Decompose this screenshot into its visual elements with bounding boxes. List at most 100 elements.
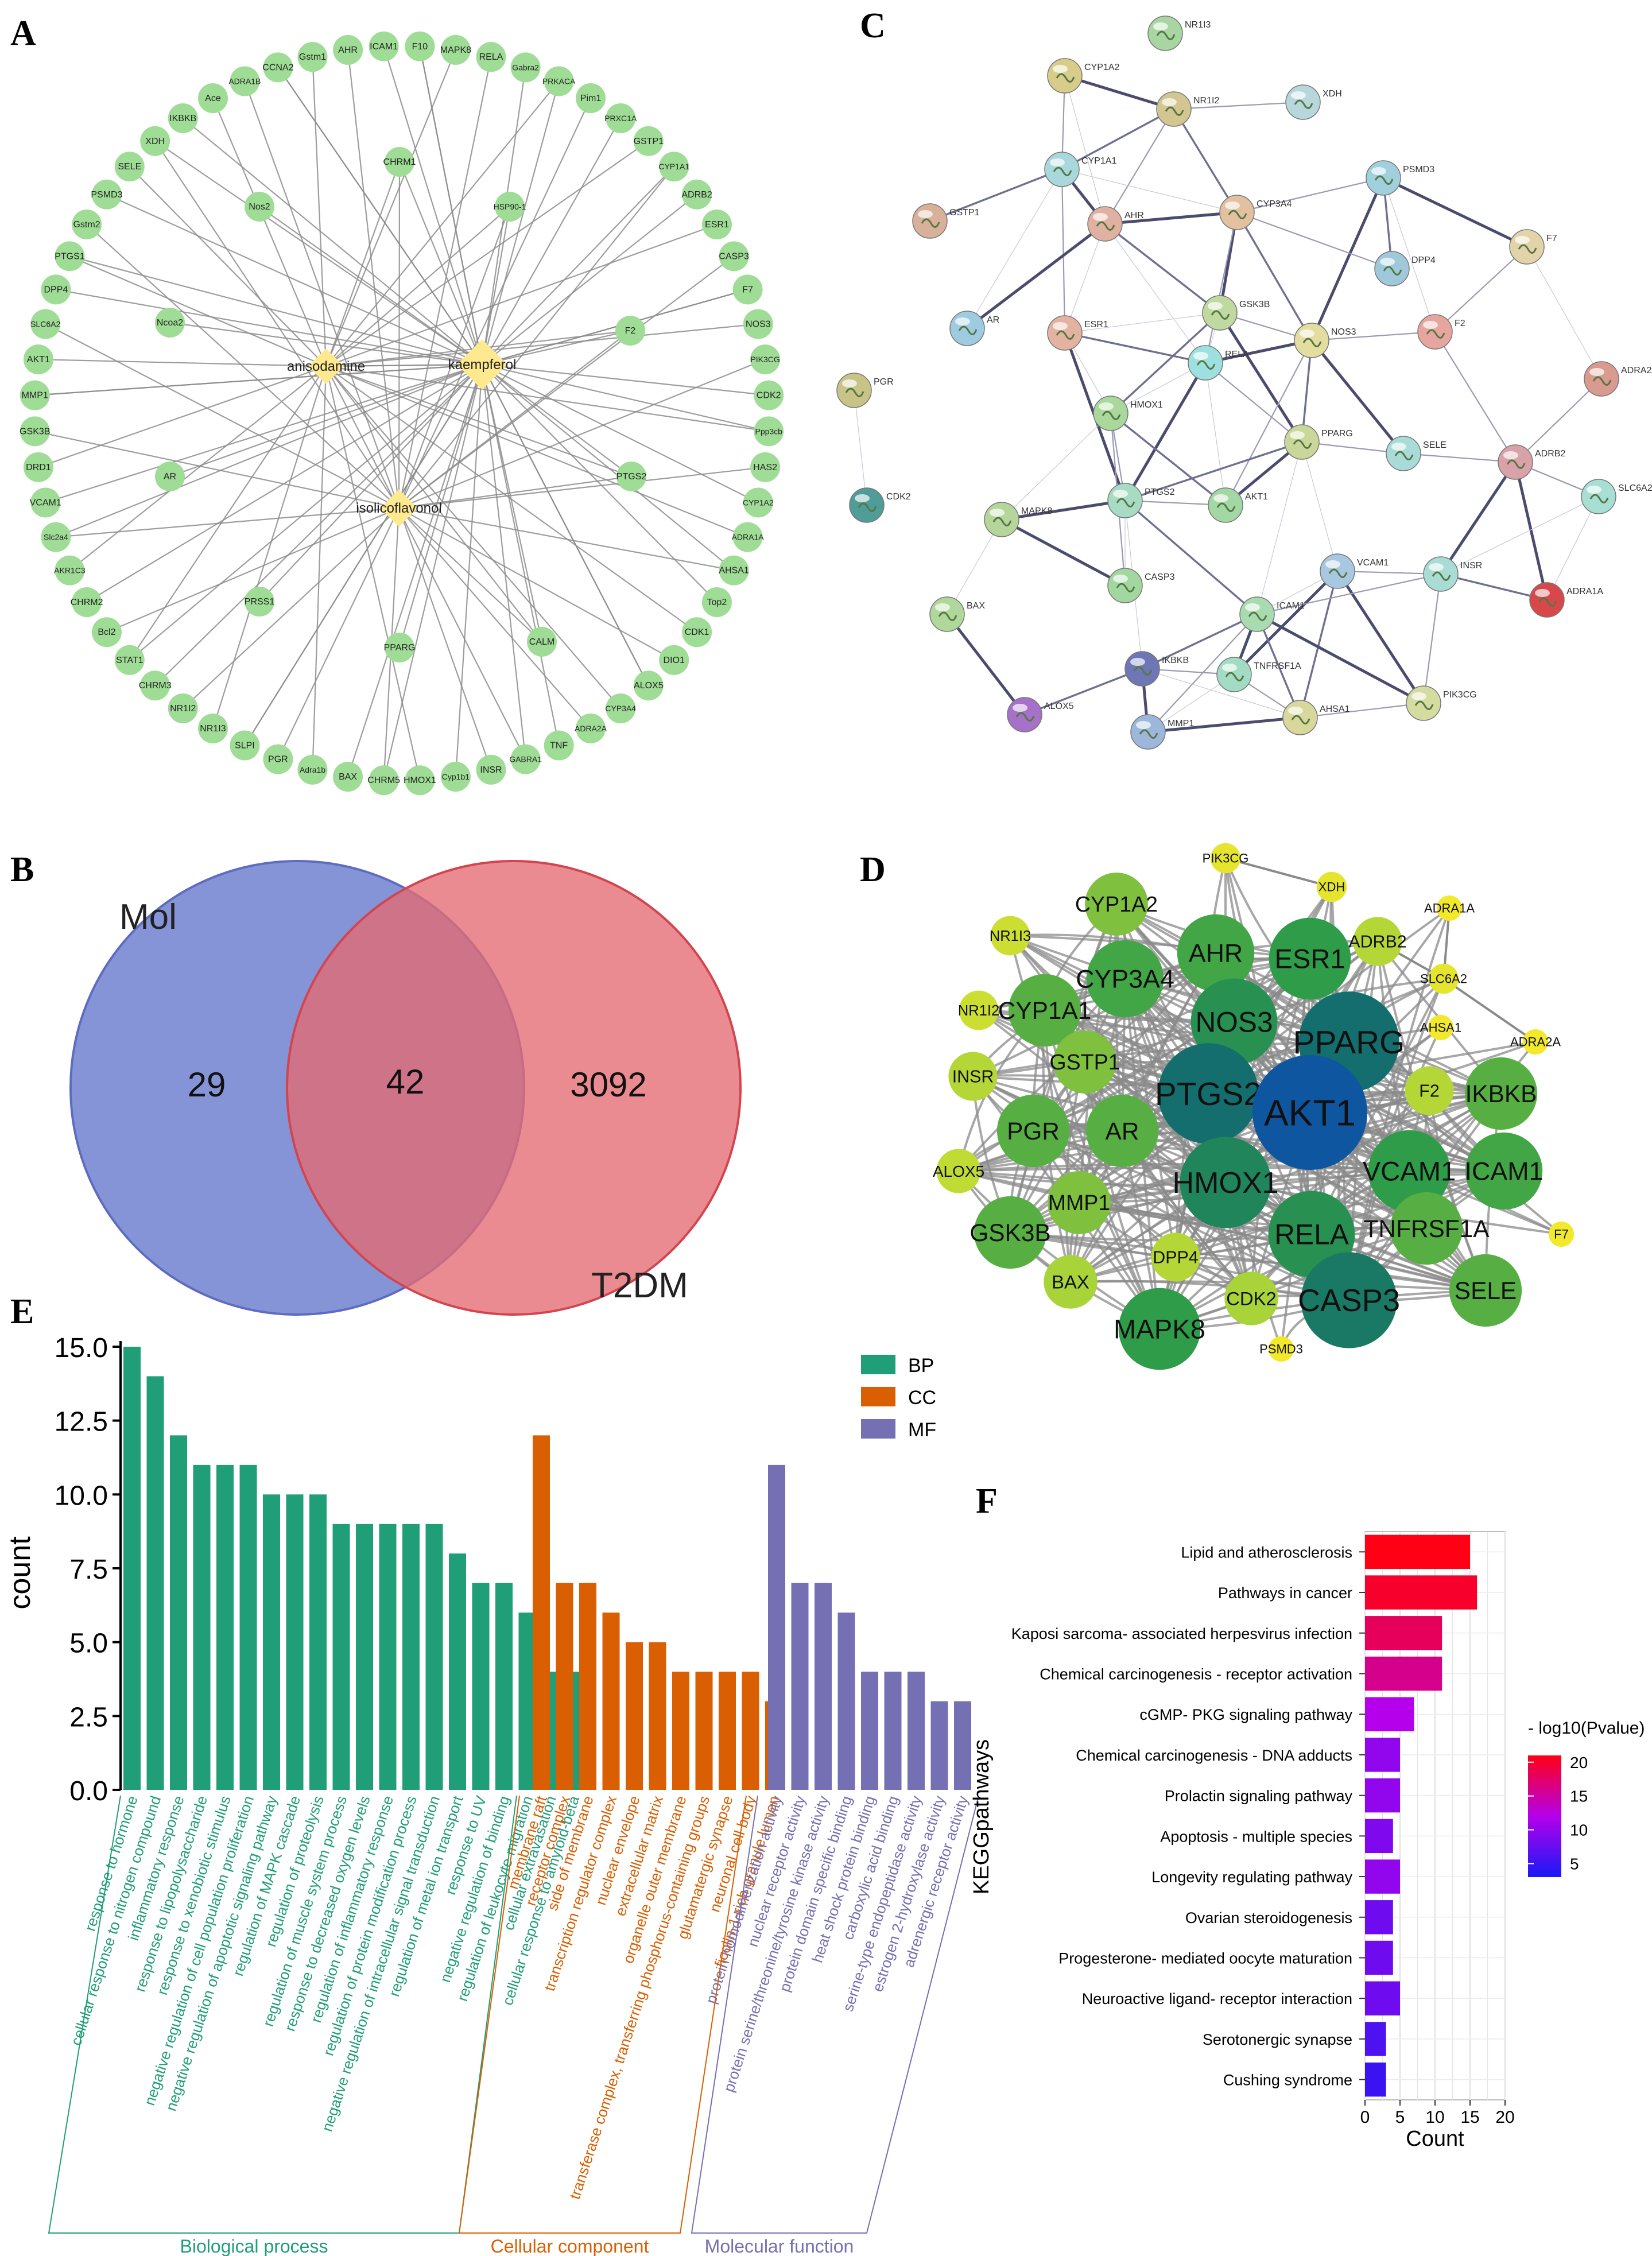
node-cyp3a4: CYP3A4 — [605, 693, 636, 724]
protein-node-pparg: PPARG — [1284, 424, 1353, 460]
svg-text:AKR1C3: AKR1C3 — [54, 566, 86, 575]
bar-bp-11 — [356, 1524, 373, 1790]
protein-node-mapk8: MAPK8 — [984, 502, 1052, 537]
svg-text:TNFRSF1A: TNFRSF1A — [1363, 1215, 1490, 1242]
node-ikbkb: IKBKB — [168, 103, 198, 133]
protein-node-ahr: AHR — [1087, 206, 1144, 242]
venn-right-label: T2DM — [591, 1266, 688, 1305]
node-psmd3: PSMD3 — [91, 179, 123, 210]
bar-bp-1 — [123, 1347, 141, 1790]
svg-text:CDK2: CDK2 — [757, 391, 781, 401]
node-calm: CALM — [527, 627, 557, 657]
svg-text:AR: AR — [987, 315, 999, 325]
kegg-pathway-label: Longevity regulating pathway — [1151, 1869, 1352, 1886]
kegg-pathway-label: Cushing syndrome — [1223, 2072, 1352, 2089]
protein-node-psmd3: PSMD3 — [1366, 160, 1434, 196]
bar-mf-1 — [768, 1464, 785, 1790]
node-bcl2: Bcl2 — [91, 617, 122, 648]
svg-text:CYP1A1: CYP1A1 — [658, 162, 689, 171]
hub-node-sele: SELE — [1449, 1254, 1522, 1327]
node-rela: RELA — [476, 42, 506, 72]
protein-node-ptgs2: PTGS2 — [1107, 483, 1175, 518]
svg-text:AKT1: AKT1 — [1264, 1092, 1356, 1133]
node-cdk1: CDK1 — [682, 617, 712, 648]
svg-text:DIO1: DIO1 — [664, 656, 685, 665]
svg-text:CDK2: CDK2 — [1226, 1288, 1277, 1309]
bar-cc-3 — [579, 1583, 596, 1790]
hub-node-pik3cg: PIK3CG — [1203, 843, 1248, 874]
hub-node-cyp1a2: CYP1A2 — [1075, 873, 1158, 936]
svg-text:XDH: XDH — [145, 137, 165, 146]
hub-node-vcam1: VCAM1 — [1363, 1130, 1456, 1212]
node-nr1i2: NR1I2 — [168, 693, 198, 724]
svg-text:Slc2a4: Slc2a4 — [44, 533, 68, 542]
svg-text:Bcl2: Bcl2 — [98, 627, 115, 637]
legend-label-mf: MF — [908, 1419, 936, 1441]
svg-text:Cyp1b1: Cyp1b1 — [442, 772, 470, 781]
svg-text:PSMD3: PSMD3 — [1403, 165, 1434, 175]
svg-text:INSR: INSR — [952, 1067, 994, 1087]
protein-node-gstp1: GSTP1 — [912, 203, 980, 239]
node-nr1i3: NR1I3 — [197, 713, 228, 743]
kegg-bar-14 — [1365, 2062, 1386, 2097]
node-cyp1a2: CYP1A2 — [743, 487, 774, 518]
svg-text:PSMD3: PSMD3 — [1259, 1342, 1303, 1356]
protein-node-ahsa1: AHSA1 — [1282, 700, 1350, 735]
svg-text:PGR: PGR — [268, 755, 288, 765]
svg-text:ESR1: ESR1 — [705, 220, 729, 230]
bar-mf-4 — [837, 1612, 855, 1790]
svg-text:GSK3B: GSK3B — [1239, 300, 1270, 309]
svg-text:HAS2: HAS2 — [753, 463, 777, 472]
node-prxc1a: PRXC1A — [604, 103, 637, 133]
kegg-pathway-label: Apoptosis - multiple species — [1160, 1828, 1352, 1845]
legend-label-cc: CC — [908, 1387, 936, 1409]
legend-title: - log10(Pvalue) — [1528, 1719, 1645, 1738]
node-has2: HAS2 — [750, 452, 781, 482]
node-chrm3: CHRM3 — [139, 670, 172, 701]
svg-text:PTGS2: PTGS2 — [616, 472, 647, 482]
kegg-pathway-label: Chemical carcinogenesis - receptor activ… — [1040, 1666, 1352, 1683]
node-dpp4: DPP4 — [41, 274, 71, 305]
node-xdh: XDH — [140, 126, 170, 156]
protein-node-cyp1a1: CYP1A1 — [1044, 152, 1116, 187]
venn-overlap-count: 42 — [386, 1063, 425, 1101]
hub-node-ikbkb: IKBKB — [1464, 1057, 1538, 1130]
node-slpi: SLPI — [230, 730, 260, 761]
hub-node-icam1: ICAM1 — [1465, 1132, 1543, 1210]
compound-node-anisodamine: anisodamine — [287, 348, 365, 385]
svg-text:NOS3: NOS3 — [746, 319, 771, 329]
svg-text:AR: AR — [1106, 1118, 1139, 1145]
node-mmp1: MMP1 — [20, 380, 50, 410]
node-prkaca: PRKACA — [542, 66, 576, 96]
y-tick-label: 15.0 — [55, 1333, 108, 1363]
svg-text:ADRB2: ADRB2 — [681, 190, 712, 200]
protein-node-alox5: ALOX5 — [1007, 697, 1074, 732]
svg-text:AHR: AHR — [338, 45, 358, 55]
node-chrm5: CHRM5 — [367, 765, 400, 796]
protein-node-rela: RELA — [1188, 345, 1249, 381]
node-adra1a: ADRA1A — [732, 522, 764, 552]
protein-node-nr1i3: NR1I3 — [1147, 15, 1211, 51]
svg-text:Gabra2: Gabra2 — [512, 63, 539, 72]
hub-node-casp3: CASP3 — [1298, 1252, 1400, 1348]
protein-node-dpp4: DPP4 — [1374, 251, 1436, 286]
svg-text:CHRM1: CHRM1 — [383, 157, 416, 167]
kegg-pathway-label: Progesterone- mediated oocyte maturation — [1058, 1950, 1352, 1967]
hub-node-cdk2: CDK2 — [1224, 1272, 1278, 1325]
svg-text:CYP3A4: CYP3A4 — [605, 704, 636, 713]
protein-node-f2: F2 — [1417, 314, 1465, 350]
svg-text:Nos2: Nos2 — [249, 202, 270, 212]
legend-tick: 10 — [1570, 1821, 1588, 1839]
compound-node-isolicoflavonol: isolicoflavonol — [356, 489, 442, 527]
bar-cc-9 — [719, 1672, 736, 1790]
svg-text:ADRA2A: ADRA2A — [575, 724, 607, 733]
svg-text:AR: AR — [164, 472, 176, 482]
svg-text:ICAM1: ICAM1 — [1277, 601, 1305, 611]
kegg-bar-9 — [1365, 1859, 1400, 1894]
svg-text:Gstm1: Gstm1 — [299, 52, 326, 62]
hub-node-f7: F7 — [1548, 1221, 1575, 1247]
protein-node-sele: SELE — [1386, 436, 1447, 471]
hub-node-cyp1a1: CYP1A1 — [998, 974, 1091, 1047]
svg-text:Top2: Top2 — [707, 598, 727, 607]
node-ncoa2: Ncoa2 — [155, 308, 185, 338]
